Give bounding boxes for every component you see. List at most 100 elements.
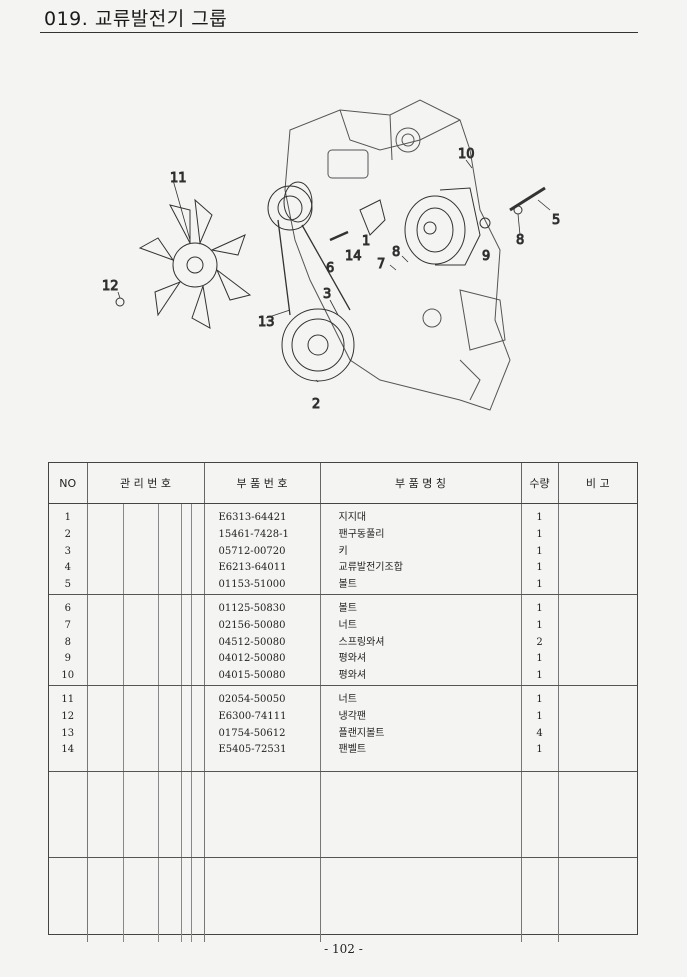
table-cell-line: 플랜지볼트 (338, 727, 385, 739)
table-cell-line: 3 (64, 545, 71, 557)
table-cell-line: 04012-50080 (218, 653, 286, 665)
table-cell-line: 1 (536, 693, 543, 705)
callout-6: 6 (326, 261, 334, 276)
cell-mgmt-no (87, 857, 205, 943)
cell-remarks (558, 594, 637, 686)
table-cell-line: 9 (64, 653, 71, 665)
title-rule (40, 32, 638, 33)
table-cell-line: 볼트 (338, 602, 357, 614)
mgmt-subcolumn-divider (180, 857, 182, 943)
callout-12: 11 (170, 171, 187, 186)
mgmt-subcolumn-divider (190, 685, 192, 771)
table-cell-line: 02156-50080 (218, 619, 286, 631)
callout-1: 1 (362, 234, 370, 249)
table-cell-line: E6213-64011 (218, 562, 287, 574)
callout-2: 2 (312, 397, 320, 412)
cell-mgmt-no (87, 771, 205, 858)
table-cell-line: 5 (64, 579, 71, 591)
table-cell-line: 4 (64, 562, 71, 574)
table-cell-line: 키 (338, 545, 348, 557)
mgmt-subcolumn-divider (122, 594, 124, 685)
cell-no (49, 771, 88, 858)
fan-pulley-drawing (267, 181, 313, 231)
table-cell-line: 2 (64, 528, 71, 540)
mgmt-subcolumn-divider (157, 504, 159, 594)
callout-5: 5 (552, 213, 560, 228)
mgmt-subcolumn-divider (190, 857, 192, 943)
table-cell-line: 냉각팬 (338, 710, 367, 722)
mgmt-subcolumn-divider (180, 771, 182, 857)
crank-pulley-drawing (281, 308, 355, 382)
table-cell-line: 팬벨트 (338, 744, 367, 756)
header-mgmt-no: 관 리 번 호 (87, 463, 205, 504)
cell-remarks (558, 503, 637, 595)
table-cell-line: 01125-50830 (218, 602, 286, 614)
mgmt-subcolumn-divider (180, 504, 182, 594)
cell-mgmt-no (87, 594, 205, 686)
table-cell-line: 6 (64, 602, 71, 614)
callout-14: 13 (258, 315, 275, 330)
table-cell-line: E6300-74111 (218, 710, 287, 722)
table-cell-line: 1 (536, 528, 543, 540)
table-cell-line: 1 (536, 602, 543, 614)
table-cell-line: 04015-50080 (218, 670, 286, 682)
cell-mgmt-no (87, 685, 205, 772)
callout-13: 12 (102, 279, 119, 294)
table-cell-line: 01153-51000 (218, 579, 286, 591)
header-remarks: 비 고 (558, 463, 637, 504)
cooling-fan-drawing (138, 198, 252, 329)
table-cell-line: 8 (64, 636, 71, 648)
table-cell-line: E5405-72531 (218, 744, 287, 756)
callout-7: 7 (377, 257, 385, 272)
mgmt-subcolumn-divider (122, 857, 124, 943)
table-cell-line: 1 (536, 545, 543, 557)
table-row-group (49, 771, 637, 858)
table-cell-line: 13 (61, 727, 75, 739)
table-cell-line: 10 (61, 670, 75, 682)
cell-part-name (320, 857, 522, 943)
table-cell-line: 4 (536, 727, 543, 739)
mgmt-subcolumn-divider (122, 771, 124, 857)
table-cell-line: 팬구동풀리 (338, 528, 385, 540)
cell-no (49, 857, 88, 943)
callout-8b: 8 (516, 233, 524, 248)
table-cell-line: 1 (536, 512, 543, 523)
table-cell-line: 1 (536, 579, 543, 591)
table-header-row: NO 관 리 번 호 부 품 번 호 부 품 명 칭 수량 비 고 (49, 463, 637, 504)
mgmt-subcolumn-divider (157, 771, 159, 857)
cell-part-no (204, 771, 321, 858)
exploded-parts-diagram: 11 12 13 3 2 6 14 1 7 8 10 5 8 9 (40, 60, 638, 430)
callout-8a: 8 (392, 245, 400, 260)
table-cell-line: 스프링와셔 (338, 636, 385, 648)
mgmt-subcolumn-divider (190, 504, 192, 594)
cell-part-no (204, 857, 321, 943)
mgmt-subcolumn-divider (180, 594, 182, 685)
alternator-drawing (404, 187, 481, 266)
table-cell-line: 볼트 (338, 579, 357, 591)
cell-remarks (558, 771, 637, 858)
mgmt-subcolumn-divider (180, 685, 182, 771)
page-title: 019. 교류발전기 그룹 (44, 8, 228, 30)
table-cell-line: 01754-50612 (218, 727, 286, 739)
engine-block-drawing (284, 99, 511, 411)
mgmt-subcolumn-divider (122, 504, 124, 594)
mgmt-subcolumn-divider (190, 771, 192, 857)
mgmt-subcolumn-divider (190, 594, 192, 685)
table-cell-line: E6313-64421 (218, 512, 287, 523)
table-cell-line: 7 (64, 619, 71, 631)
table-cell-line: 15461-7428-1 (218, 528, 289, 540)
callout-10: 14 (345, 249, 362, 264)
bracket-drawing (359, 199, 386, 236)
flange-bolt-13-drawing (115, 297, 125, 307)
table-cell-line: 05712-00720 (218, 545, 286, 557)
